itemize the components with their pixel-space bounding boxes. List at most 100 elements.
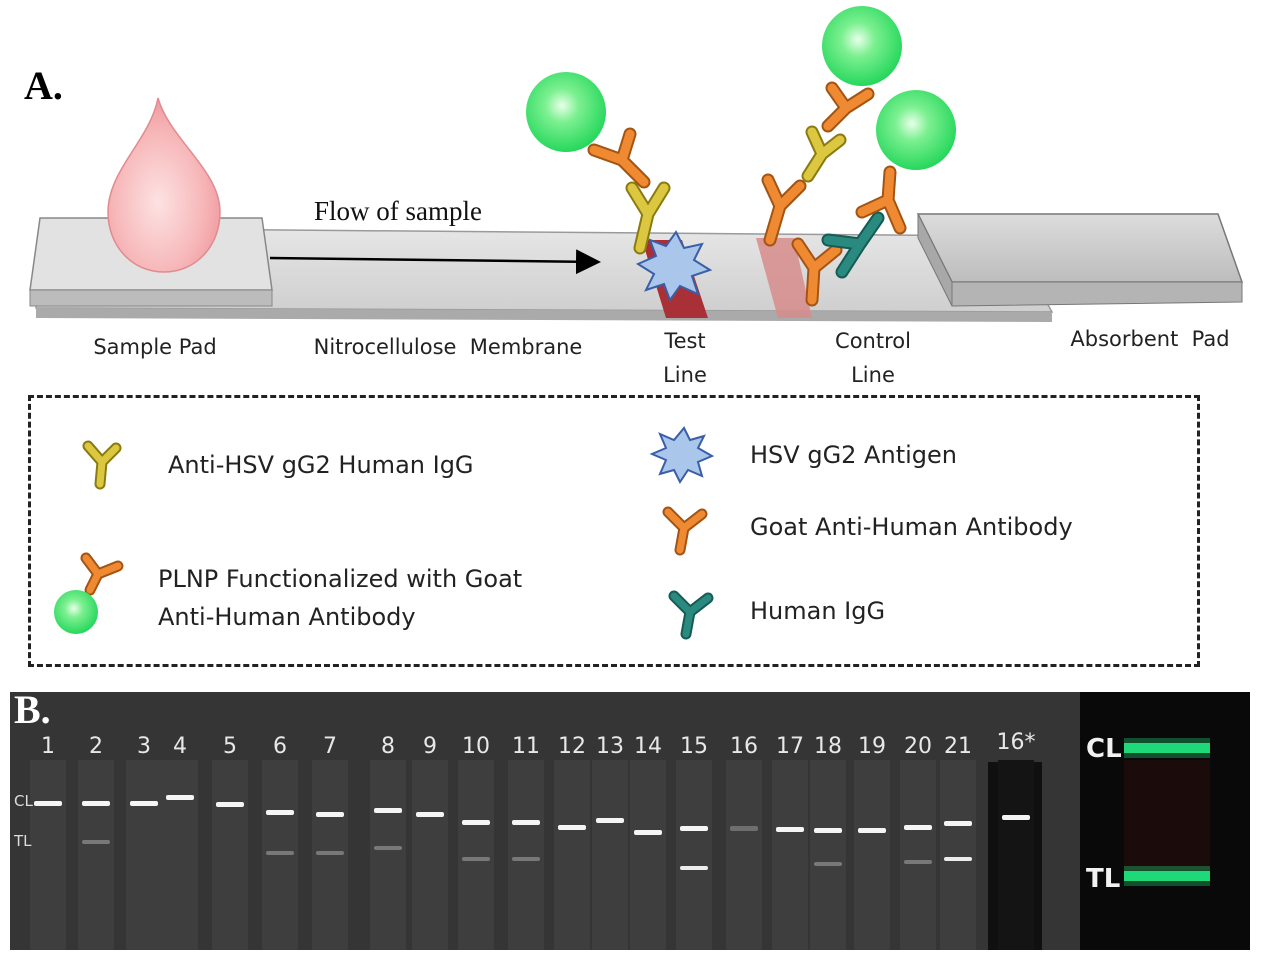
legend-plnp-line-1: PLNP Functionalized with Goat [158,565,523,593]
lane-strip-13 [592,760,628,950]
antigen-starburst-icon [635,230,713,303]
tl-band-lane-15 [680,866,708,870]
tl-band-lane-21 [944,857,972,861]
absorbent-pad-label: Absorbent Pad [1070,327,1230,351]
legend-icons [54,426,715,640]
lane-label-3: 3 [137,734,151,759]
cl-band-lane-20 [904,825,932,830]
lane-strip-19 [854,760,890,950]
tl-band-lane-20 [904,860,932,864]
tl-band-lane-18 [814,862,842,866]
lane-strip-3 [126,760,162,950]
lane-label-14: 14 [634,734,662,759]
lane-strip-20 [900,760,936,950]
absorbent-pad [916,213,1244,307]
cl-band-lane-11 [512,820,540,825]
cl-band-lane-3 [130,801,158,806]
cl-band-lane-1 [34,801,62,806]
inset-tl-band [1124,871,1210,881]
cl-band-lane-9 [416,812,444,817]
legend-human-igg-label: Human IgG [750,597,886,625]
sample-droplet-icon [107,97,221,273]
plnp-goat-antibody-icon [54,552,124,634]
lane-strip-1 [30,760,66,950]
control-line-label: Control Line [812,324,934,392]
cl-band-lane-17 [776,827,804,832]
cl-band-lane-8 [374,808,402,813]
test-line-label-2: Line [663,363,707,387]
lane-label-16: 16 [730,734,758,759]
lane-label-20: 20 [904,734,932,759]
lane-strip-17 [772,760,808,950]
lane-label-18: 18 [814,734,842,759]
lane-strip-15 [676,760,712,950]
cl-band-lane-21 [944,821,972,826]
cl-band-lane-19 [858,828,886,833]
control-line-label-1: Control [835,329,911,353]
tl-band-lane-11 [512,857,540,861]
lane-label-8: 8 [381,734,395,759]
anti-hsv-igg-icon [82,440,122,490]
lane-strip-2 [78,760,114,950]
lane-label-21: 21 [944,734,972,759]
cl-band-lane-12 [558,825,586,830]
panel-b-label: B. [14,687,51,732]
lane-strip-5 [212,760,248,950]
cl-band-lane-16 [730,826,758,831]
legend-box [28,395,1200,667]
lane-label-12: 12 [558,734,586,759]
lane-strip-6 [262,760,298,950]
cl-band-lane-14 [634,830,662,835]
lane-strip-12 [554,760,590,950]
control-line-complex [761,6,956,307]
lane-label-6: 6 [273,734,287,759]
lane-label-13: 13 [596,734,624,759]
lane-strip-7 [312,760,348,950]
lane-label-22: 16* [996,730,1036,755]
inset-tl-label: TL [1086,864,1121,894]
test-line-complex [526,72,671,255]
lane-strip-4 [162,760,198,950]
hsv-antigen-icon [649,426,715,484]
lane-strip-16 [726,760,762,950]
legend-goat-label: Goat Anti-Human Antibody [750,513,1073,541]
lane-label-15: 15 [680,734,708,759]
membrane-label: Nitrocellulose Membrane [313,335,583,359]
cl-band-lane-4 [166,795,194,800]
lane-label-2: 2 [89,734,103,759]
lane-strip-18 [810,760,846,950]
legend-anti-hsv-label: Anti-HSV gG2 Human IgG [168,451,474,479]
cl-band-lane-5 [216,802,244,807]
lane-label-19: 19 [858,734,886,759]
cl-band-lane-6 [266,810,294,815]
cl-band-lane-7 [316,812,344,817]
lane-label-7: 7 [323,734,337,759]
cl-band-lane-15 [680,826,708,831]
sample-pad-label: Sample Pad [93,335,217,359]
panel-a-label: A. [24,63,63,108]
lane-label-11: 11 [512,734,540,759]
lane-label-9: 9 [423,734,437,759]
cl-band-lane-2 [82,801,110,806]
lane-label-17: 17 [776,734,804,759]
flow-arrow-icon [269,249,601,275]
test-line-label: Test Line [640,324,730,392]
cl-band-lane-18 [814,828,842,833]
lane-strip-10 [458,760,494,950]
lane-label-10: 10 [462,734,490,759]
cl-band-lane-10 [462,820,490,825]
tl-band-lane-2 [82,840,110,844]
inset-strip-background [1124,760,1210,870]
lane-strip-22 [998,760,1034,950]
tl-band-lane-6 [266,851,294,855]
lane-strip-21 [940,760,976,950]
tl-band-lane-10 [462,857,490,861]
tl-band-lane-7 [316,851,344,855]
lane-label-4: 4 [173,734,187,759]
control-line-label-2: Line [851,363,895,387]
lane-strip-8 [370,760,406,950]
tl-band-lane-8 [374,846,402,850]
human-igg-icon [668,590,714,640]
